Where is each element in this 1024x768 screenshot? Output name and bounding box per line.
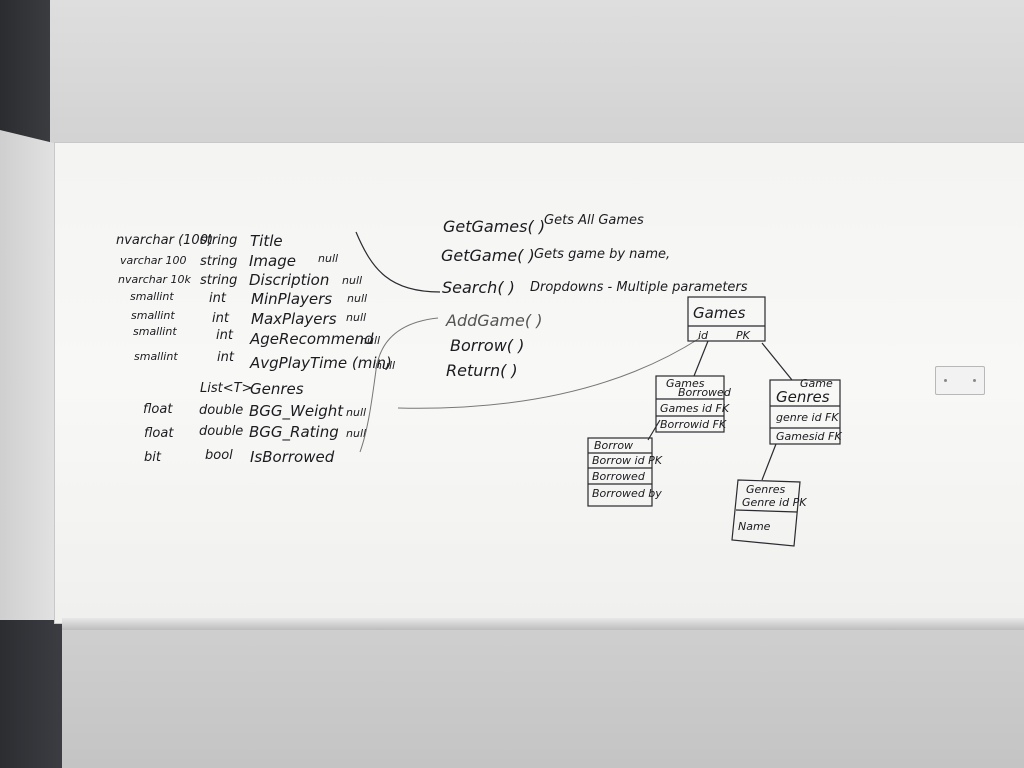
entity-game-genres: Game Genres genre id FK Gamesid FK bbox=[769, 377, 842, 445]
rel-games-gamegenres bbox=[761, 342, 793, 381]
entity-field: Borrowid FK bbox=[660, 418, 727, 431]
entity-title: Games bbox=[666, 377, 705, 390]
whiteboard-tray bbox=[62, 618, 1024, 630]
field-name: Title bbox=[250, 232, 283, 250]
whiteboard bbox=[55, 143, 1024, 623]
entity-title: Game bbox=[800, 377, 833, 390]
entity-games: Games id PK bbox=[687, 296, 766, 342]
entity-field: id bbox=[698, 329, 709, 342]
method-name: GetGames( ) bbox=[443, 217, 545, 236]
entity-field: Borrow id PK bbox=[592, 454, 663, 467]
field-sql-type: smallint bbox=[133, 325, 177, 338]
field-type: double bbox=[199, 403, 243, 418]
entity-title: Games bbox=[693, 304, 746, 322]
field-name: MaxPlayers bbox=[251, 310, 337, 328]
field-type: int bbox=[212, 311, 230, 326]
wall-upper bbox=[0, 0, 1024, 150]
method-name: AddGame( ) bbox=[445, 311, 542, 330]
field-type: string bbox=[200, 254, 237, 269]
field-type: int bbox=[209, 291, 227, 306]
method-note: Dropdowns - Multiple parameters bbox=[530, 280, 748, 295]
field-name: MinPlayers bbox=[251, 290, 332, 308]
field-sql-type: nvarchar 10k bbox=[118, 273, 192, 286]
field-type: double bbox=[199, 424, 243, 439]
rel-games-gamesborrowed bbox=[693, 340, 709, 377]
field-sql-type: smallint bbox=[134, 350, 178, 363]
field-name: Image bbox=[249, 252, 296, 270]
entity-genres: Genres Genre id PK Name bbox=[731, 479, 807, 547]
field-sql-type: float bbox=[144, 426, 174, 441]
field-nullable: null bbox=[318, 252, 338, 265]
entity-title: Borrow bbox=[594, 439, 633, 452]
field-type: int bbox=[216, 328, 234, 343]
entity-title: Genres bbox=[746, 483, 786, 496]
field-nullable: null bbox=[346, 406, 366, 419]
entity-field: PK bbox=[736, 329, 751, 342]
field-name: IsBorrowed bbox=[250, 448, 335, 466]
rel-gamegenres-genres bbox=[761, 443, 777, 481]
field-type: List<T> bbox=[200, 381, 252, 396]
field-table: nvarchar (100) string Title varchar 100 … bbox=[116, 232, 395, 466]
curve-methods-bracket bbox=[359, 317, 439, 453]
field-name: BGG_Weight bbox=[249, 402, 344, 421]
entity-field: Borrowed bbox=[592, 470, 646, 483]
field-sql-type: float bbox=[143, 402, 173, 417]
curve-to-search bbox=[355, 231, 441, 293]
side-wall bbox=[0, 130, 62, 650]
method-name: Search( ) bbox=[442, 278, 515, 297]
method-note: Gets All Games bbox=[544, 213, 644, 228]
wall-outlet bbox=[935, 366, 985, 395]
entity-title: Genres bbox=[776, 388, 830, 406]
field-type: string bbox=[200, 233, 237, 248]
entity-field: Borrowed by bbox=[592, 487, 662, 500]
entity-field: Games id FK bbox=[660, 402, 730, 415]
field-nullable: null bbox=[346, 311, 366, 324]
entity-field: genre id FK bbox=[776, 411, 839, 424]
field-nullable: null bbox=[342, 274, 362, 287]
methods-list: GetGames( ) Gets All Games GetGame( ) Ge… bbox=[441, 213, 748, 380]
field-sql-type: nvarchar (100) bbox=[116, 233, 213, 248]
entity-games-borrowed: Games Borrowed Games id FK Borrowid FK bbox=[655, 375, 732, 433]
dark-panel-lower-left bbox=[0, 620, 62, 768]
field-nullable: null bbox=[347, 292, 367, 305]
method-name: Return( ) bbox=[446, 361, 518, 380]
entity-title: Borrowed bbox=[678, 386, 732, 399]
field-sql-type: smallint bbox=[131, 309, 175, 322]
wall-lower bbox=[0, 625, 1024, 768]
connector-curves bbox=[355, 231, 701, 453]
field-nullable: null bbox=[360, 334, 380, 347]
method-name: Borrow( ) bbox=[450, 336, 524, 355]
field-name: AvgPlayTime (min) bbox=[249, 354, 392, 372]
entity-genres-border bbox=[731, 479, 801, 547]
field-name: Discription bbox=[249, 271, 329, 289]
field-type: int bbox=[217, 350, 235, 365]
method-note: Gets game by name, bbox=[534, 247, 670, 262]
field-name: BGG_Rating bbox=[249, 423, 339, 442]
field-name: AgeRecommend bbox=[249, 330, 374, 348]
field-type: bool bbox=[205, 448, 233, 463]
dark-panel-upper-left bbox=[0, 0, 50, 150]
rel-gamesborrowed-borrow bbox=[647, 419, 661, 441]
entity-borrow: Borrow Borrow id PK Borrowed Borrowed by bbox=[587, 437, 663, 507]
entity-field: Gamesid FK bbox=[776, 430, 842, 443]
field-name: Genres bbox=[250, 380, 304, 398]
field-nullable: null bbox=[346, 427, 366, 440]
field-sql-type: bit bbox=[144, 450, 162, 465]
entity-field: Name bbox=[738, 520, 771, 533]
method-name: GetGame( ) bbox=[441, 246, 535, 265]
field-type: string bbox=[200, 273, 237, 288]
field-sql-type: smallint bbox=[130, 290, 174, 303]
curve-to-games bbox=[397, 337, 701, 409]
field-nullable: null bbox=[375, 359, 395, 372]
entity-field: Genre id PK bbox=[742, 496, 807, 509]
field-sql-type: varchar 100 bbox=[120, 254, 187, 267]
erd-diagram: Games id PK Games Borrowed Games id FK B… bbox=[587, 296, 842, 547]
